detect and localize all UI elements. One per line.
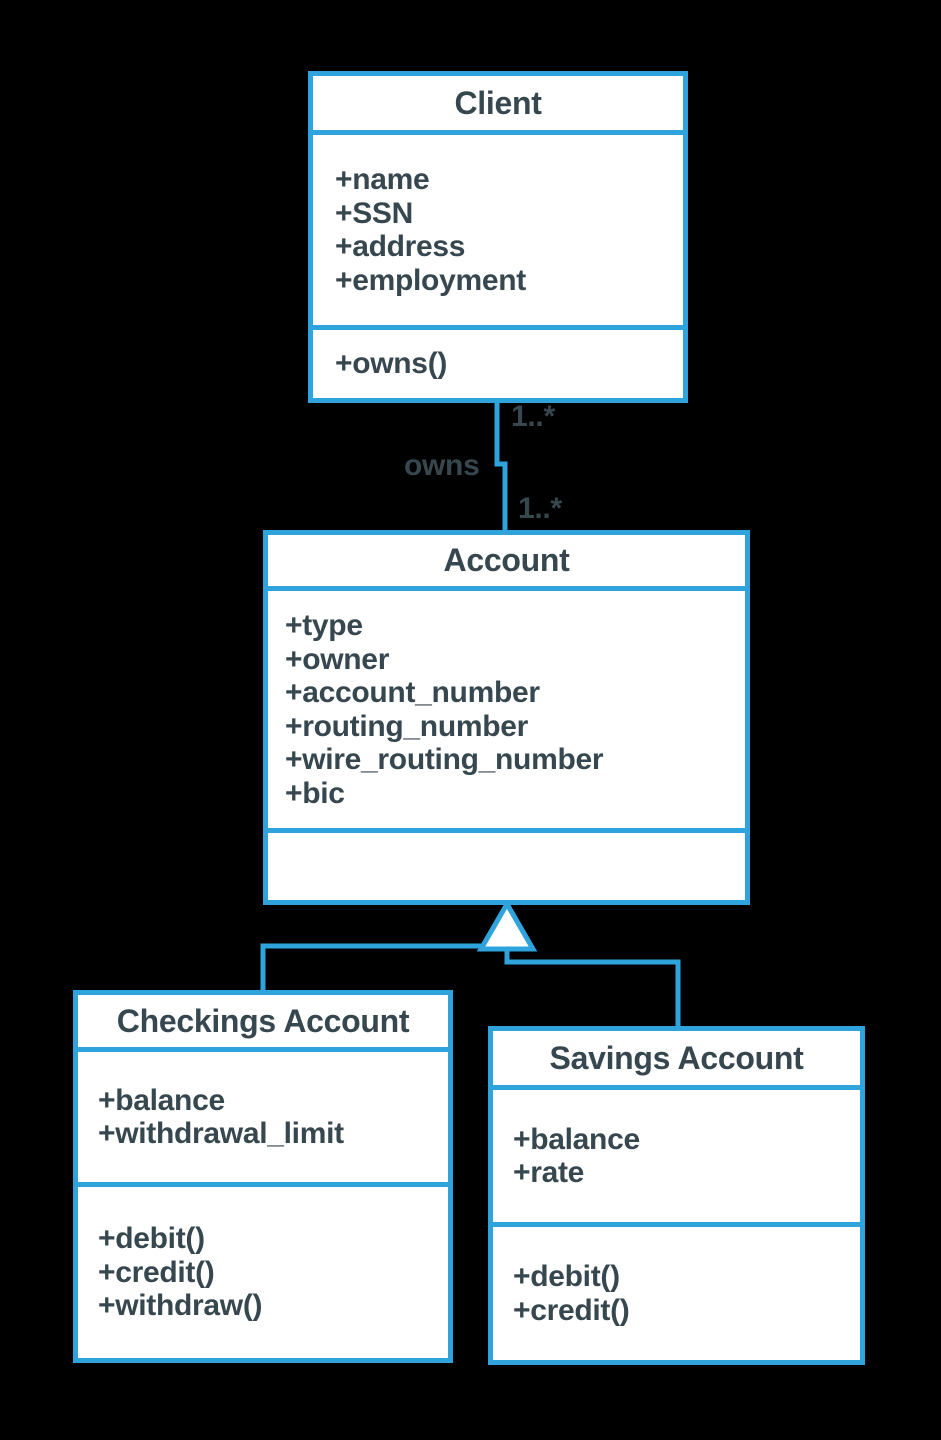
association-line-owns <box>494 401 508 532</box>
class-box-account: Account +type +owner +account_number +ro… <box>263 530 750 905</box>
association-multiplicity-client-end: 1..* <box>511 400 555 433</box>
attribute-line: +rate <box>513 1156 585 1189</box>
method-line: +debit() <box>513 1260 620 1293</box>
attribute-line: +balance <box>513 1122 640 1156</box>
attribute-line: +owner <box>285 642 390 676</box>
attribute-line: +type <box>285 609 363 642</box>
attribute-line: +balance <box>98 1083 225 1117</box>
attribute-line: +bic <box>285 776 345 810</box>
attribute-line: +SSN <box>335 196 414 230</box>
attribute-line: +name <box>335 163 430 196</box>
attribute-line: +wire_routing_number <box>285 743 604 776</box>
generalization-line-savings <box>504 948 681 1028</box>
class-box-client: Client +name +SSN +address +employment +… <box>308 71 688 403</box>
generalization-line-checkings <box>260 943 484 992</box>
attribute-line: +withdrawal_limit <box>98 1117 344 1150</box>
association-multiplicity-account-end: 1..* <box>518 492 562 525</box>
generalization-arrowhead-icon <box>476 899 538 952</box>
attribute-line: +employment <box>335 263 526 297</box>
methods-compartment-checkings: +debit() +credit() +withdraw() <box>78 1182 448 1358</box>
attributes-compartment-savings: +balance +rate <box>493 1085 860 1222</box>
class-title-savings-account: Savings Account <box>549 1039 804 1076</box>
class-box-savings-account: Savings Account +balance +rate +debit() … <box>488 1026 865 1365</box>
method-line: +debit() <box>98 1222 205 1256</box>
association-name-label: owns <box>404 449 480 482</box>
attributes-compartment-client: +name +SSN +address +employment <box>313 130 683 325</box>
method-line: +credit() <box>513 1293 630 1327</box>
class-title-checkings-account: Checkings Account <box>116 1002 410 1039</box>
methods-compartment-client: +owns() <box>313 325 683 398</box>
methods-compartment-savings: +debit() +credit() <box>493 1222 860 1360</box>
methods-compartment-account <box>268 828 745 900</box>
attribute-line: +account_number <box>285 676 540 709</box>
method-line: +credit() <box>98 1255 215 1289</box>
class-box-checkings-account: Checkings Account +balance +withdrawal_l… <box>73 990 453 1363</box>
attribute-line: +routing_number <box>285 709 529 743</box>
attributes-compartment-checkings: +balance +withdrawal_limit <box>78 1047 448 1182</box>
attribute-line: +address <box>335 230 466 263</box>
class-title-account: Account <box>443 542 570 578</box>
attributes-compartment-account: +type +owner +account_number +routing_nu… <box>268 586 745 828</box>
class-title-client: Client <box>454 84 542 121</box>
method-line: +withdraw() <box>98 1289 263 1323</box>
method-line: +owns() <box>335 347 448 381</box>
